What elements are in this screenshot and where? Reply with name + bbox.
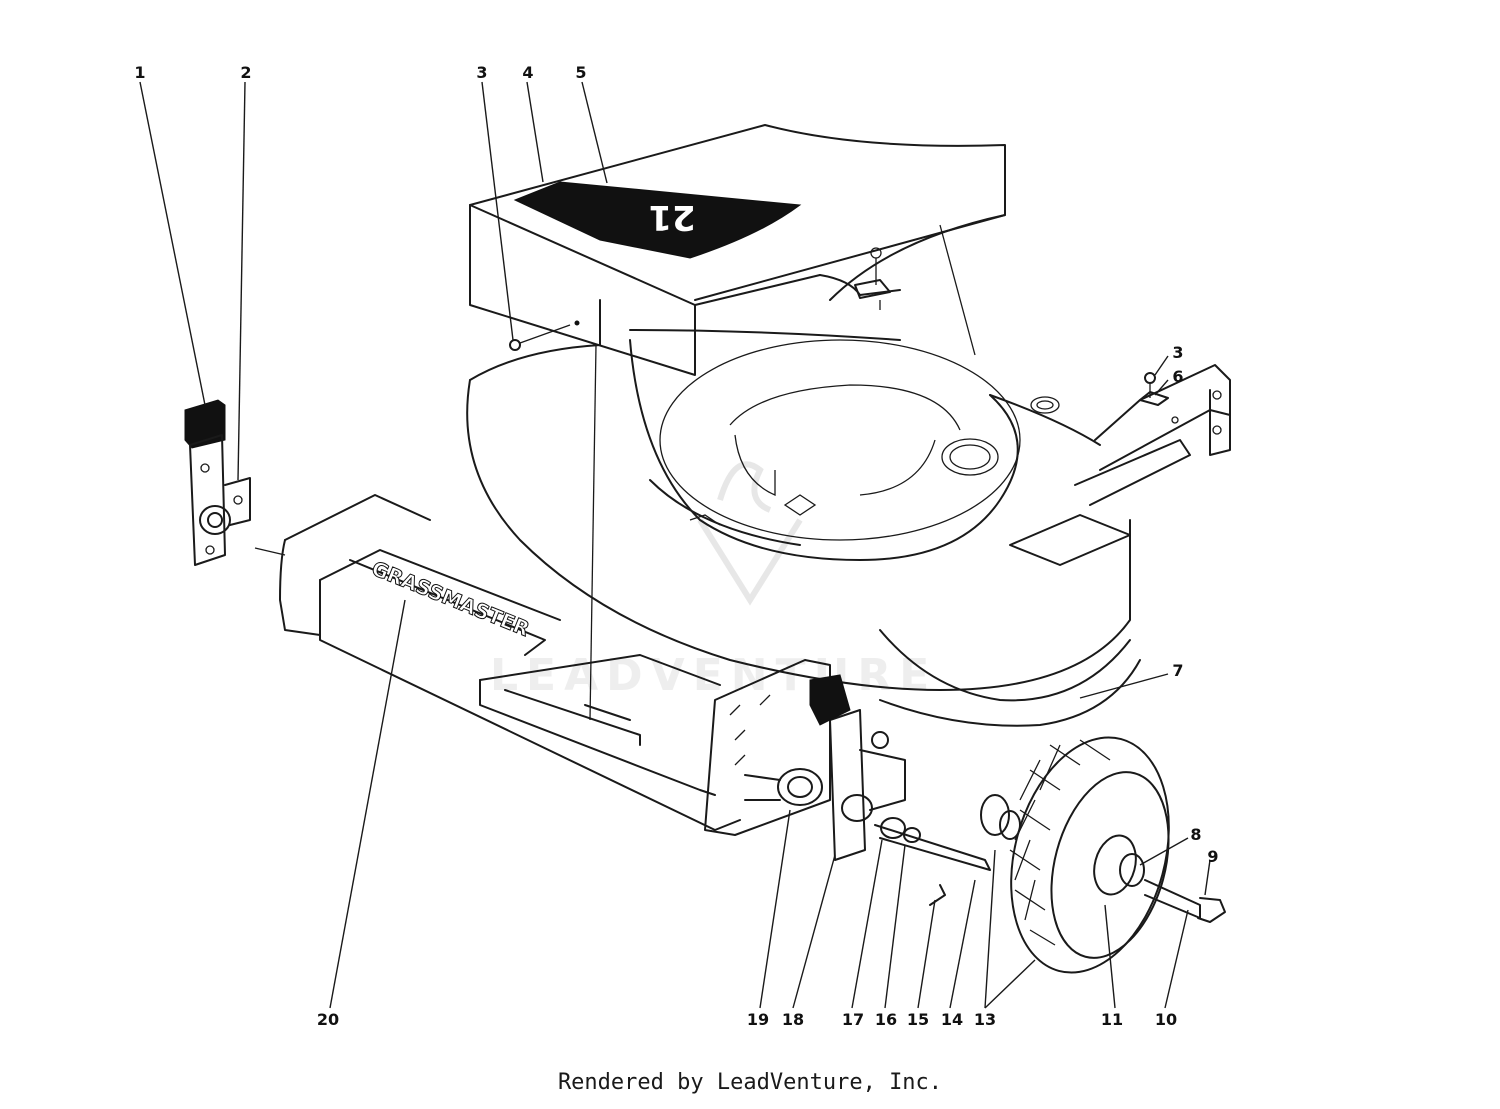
callout-13: 13 [974, 1010, 996, 1029]
callout-19: 19 [747, 1010, 769, 1029]
callout-16: 16 [875, 1010, 897, 1029]
callout-9: 9 [1207, 847, 1218, 866]
callout-18: 18 [782, 1010, 804, 1029]
callout-3-handle: 3 [1172, 343, 1183, 362]
footer-credit: Rendered by LeadVenture, Inc. [557, 1070, 943, 1095]
watermark-logo: LEADVENTURE [490, 461, 937, 701]
rear-wheel [980, 736, 1226, 974]
callout-15: 15 [907, 1010, 929, 1029]
adjuster-knob [809, 674, 851, 726]
engine-hood: 21 [469, 124, 1006, 721]
callout-5: 5 [575, 63, 586, 82]
leader-lines [139, 81, 1211, 1009]
hood-decal [513, 181, 802, 259]
callout-labels: 1 2 3 4 5 3 6 7 8 9 10 11 13 14 15 16 17… [134, 63, 1218, 1029]
bracket-knob [184, 399, 226, 449]
callout-11: 11 [1101, 1010, 1123, 1029]
callout-10: 10 [1155, 1010, 1177, 1029]
callout-14: 14 [941, 1010, 963, 1029]
hood-decal-text: 21 [648, 197, 695, 237]
callout-4: 4 [522, 63, 533, 82]
callout-17: 17 [842, 1010, 864, 1029]
callout-2: 2 [240, 63, 251, 82]
rear-handle-bracket [1009, 364, 1231, 566]
mower-deck [466, 299, 1141, 727]
callout-1: 1 [134, 63, 145, 82]
deck-decal-text: GRASSMASTER [368, 556, 532, 641]
height-adjuster [704, 659, 991, 906]
watermark-text: LEADVENTURE [490, 650, 937, 701]
callout-8: 8 [1190, 825, 1201, 844]
callout-6: 6 [1172, 367, 1183, 386]
fasteners [509, 324, 1169, 406]
callout-20: 20 [317, 1010, 339, 1029]
callout-3-hood: 3 [476, 63, 487, 82]
handle-bracket-assembly [184, 399, 286, 566]
callout-7: 7 [1172, 661, 1183, 680]
